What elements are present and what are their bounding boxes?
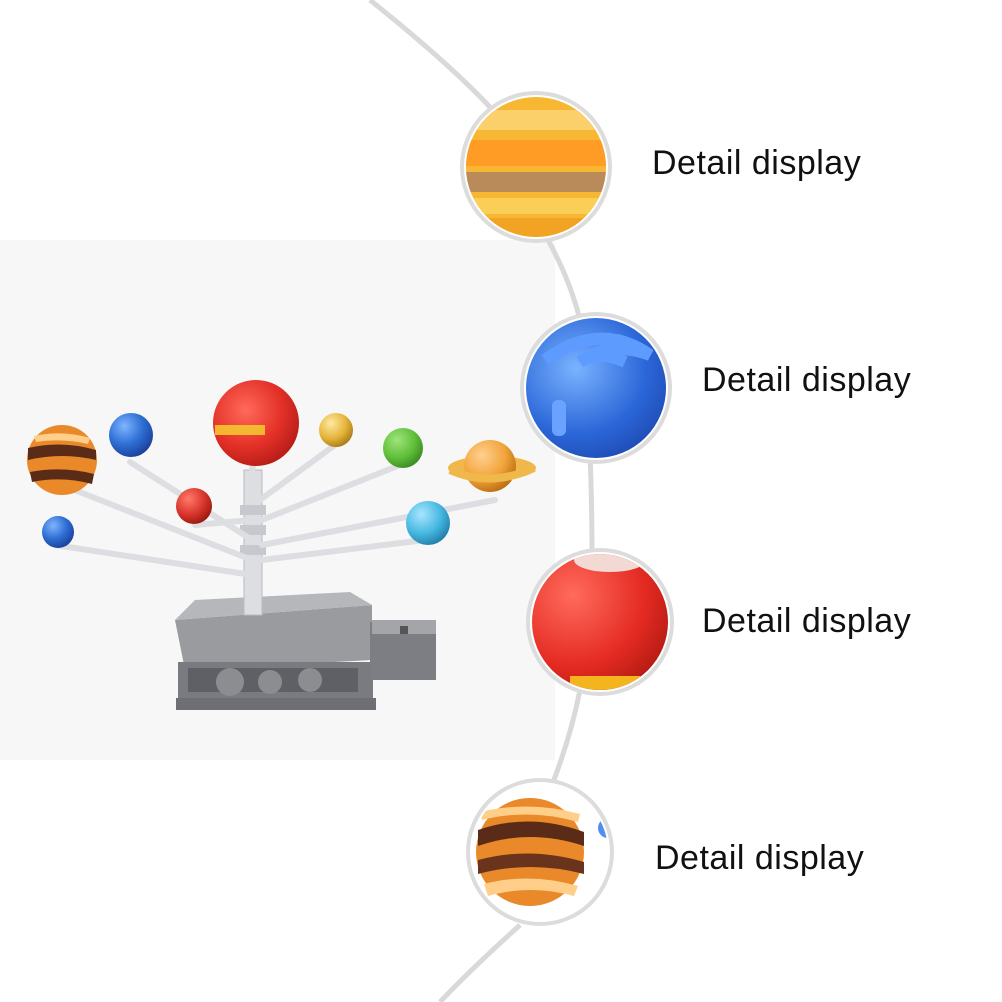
planet-neptune	[109, 413, 153, 457]
planet-sun	[213, 380, 299, 466]
detail-label-neptune: Detail display	[702, 361, 912, 399]
planet-mercury	[42, 516, 74, 548]
planet-uranus	[406, 501, 450, 545]
planet-venus	[319, 413, 353, 447]
detail-label-sun: Detail display	[702, 602, 912, 640]
detail-circle-sun	[526, 548, 674, 696]
detail-label-saturn: Detail display	[652, 144, 862, 182]
detail-circle-neptune	[520, 312, 672, 464]
planet-earth	[383, 428, 423, 468]
planet-mars	[176, 488, 212, 524]
detail-label-jupiter: Detail display	[655, 839, 865, 877]
planet-jupiter	[27, 425, 97, 495]
detail-circle-jupiter	[466, 778, 614, 926]
planet-saturn	[448, 440, 536, 492]
detail-circle-saturn	[460, 91, 612, 243]
gearbox-base	[175, 592, 436, 710]
connector-arc	[368, 0, 595, 1002]
